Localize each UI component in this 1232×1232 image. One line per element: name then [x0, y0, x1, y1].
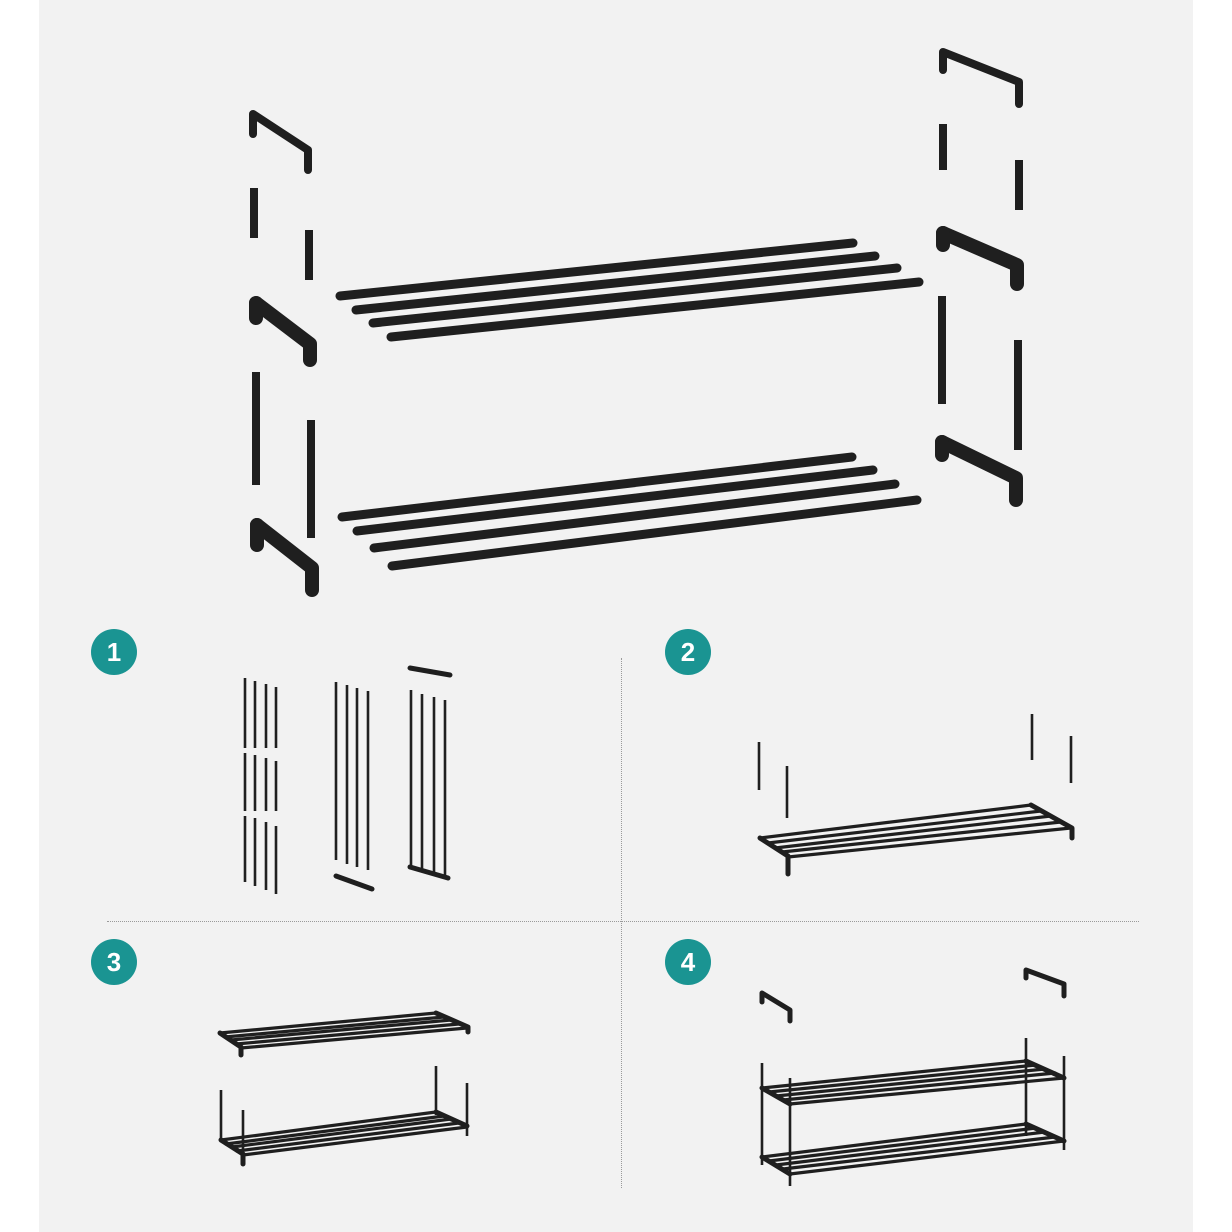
- lower-shelf-tubes: [337, 452, 922, 571]
- step-4-badge: 4: [665, 939, 711, 985]
- step-3-illustration: [217, 1010, 471, 1167]
- left-middle-connector: [249, 296, 317, 367]
- horizontal-divider: [107, 921, 1139, 922]
- step-3-badge: 3: [91, 939, 137, 985]
- step-1-illustration: [243, 665, 453, 894]
- step-1-badge: 1: [91, 629, 137, 675]
- step-4-illustration: [759, 967, 1067, 1186]
- left-top-handle: [249, 110, 312, 174]
- vertical-divider: [621, 658, 622, 1188]
- instruction-canvas: [39, 0, 1193, 1232]
- exploded-view: [249, 48, 1024, 597]
- step-2-illustration: [757, 714, 1075, 877]
- right-middle-connector: [936, 226, 1024, 291]
- right-top-handle: [939, 48, 1023, 108]
- left-bottom-foot: [250, 518, 319, 597]
- right-bottom-foot: [935, 435, 1023, 507]
- upper-shelf-tubes: [335, 238, 924, 342]
- step-2-badge: 2: [665, 629, 711, 675]
